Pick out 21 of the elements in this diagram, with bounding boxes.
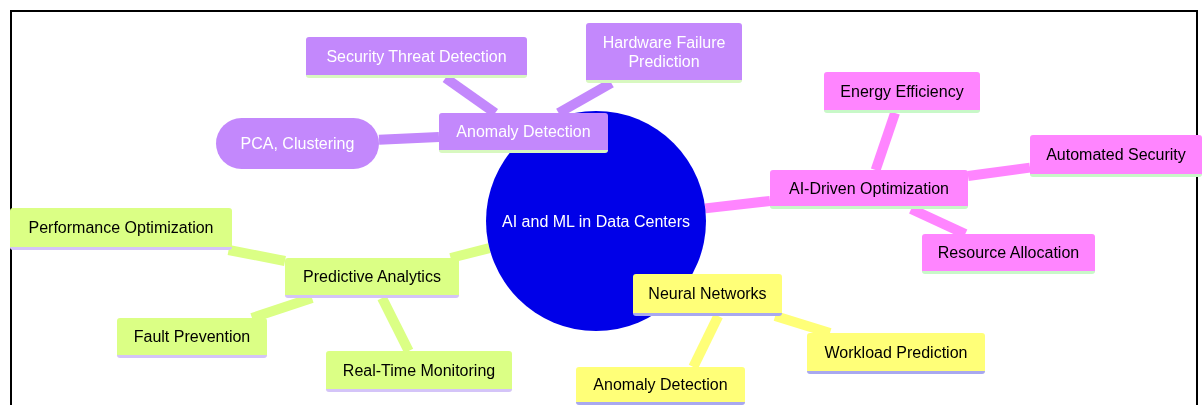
topic-box: Energy Efficiency [824, 72, 980, 113]
topic-box: Automated Security [1030, 135, 1202, 177]
topic-pill: PCA, Clustering [216, 118, 379, 169]
topic-box: Workload Prediction [807, 333, 985, 374]
connector-line [704, 195, 771, 214]
connector-line [227, 245, 286, 266]
topic-box: Neural Networks [633, 274, 782, 316]
topic-box: Performance Optimization [10, 208, 232, 250]
topic-box: Predictive Analytics [285, 258, 459, 298]
topic-box: Hardware Failure Prediction [586, 23, 742, 83]
connector-line [967, 162, 1031, 182]
topic-box: Anomaly Detection [439, 113, 608, 153]
topic-box: Real-Time Monitoring [326, 351, 512, 392]
connector-line [449, 243, 491, 263]
connector-line [378, 131, 440, 145]
topic-box: Fault Prevention [117, 318, 267, 358]
connector-line [870, 111, 900, 172]
topic-box: Anomaly Detection [576, 367, 745, 405]
topic-box: AI-Driven Optimization [770, 170, 968, 209]
topic-box: Resource Allocation [922, 234, 1095, 274]
topic-box: Security Threat Detection [306, 37, 527, 78]
